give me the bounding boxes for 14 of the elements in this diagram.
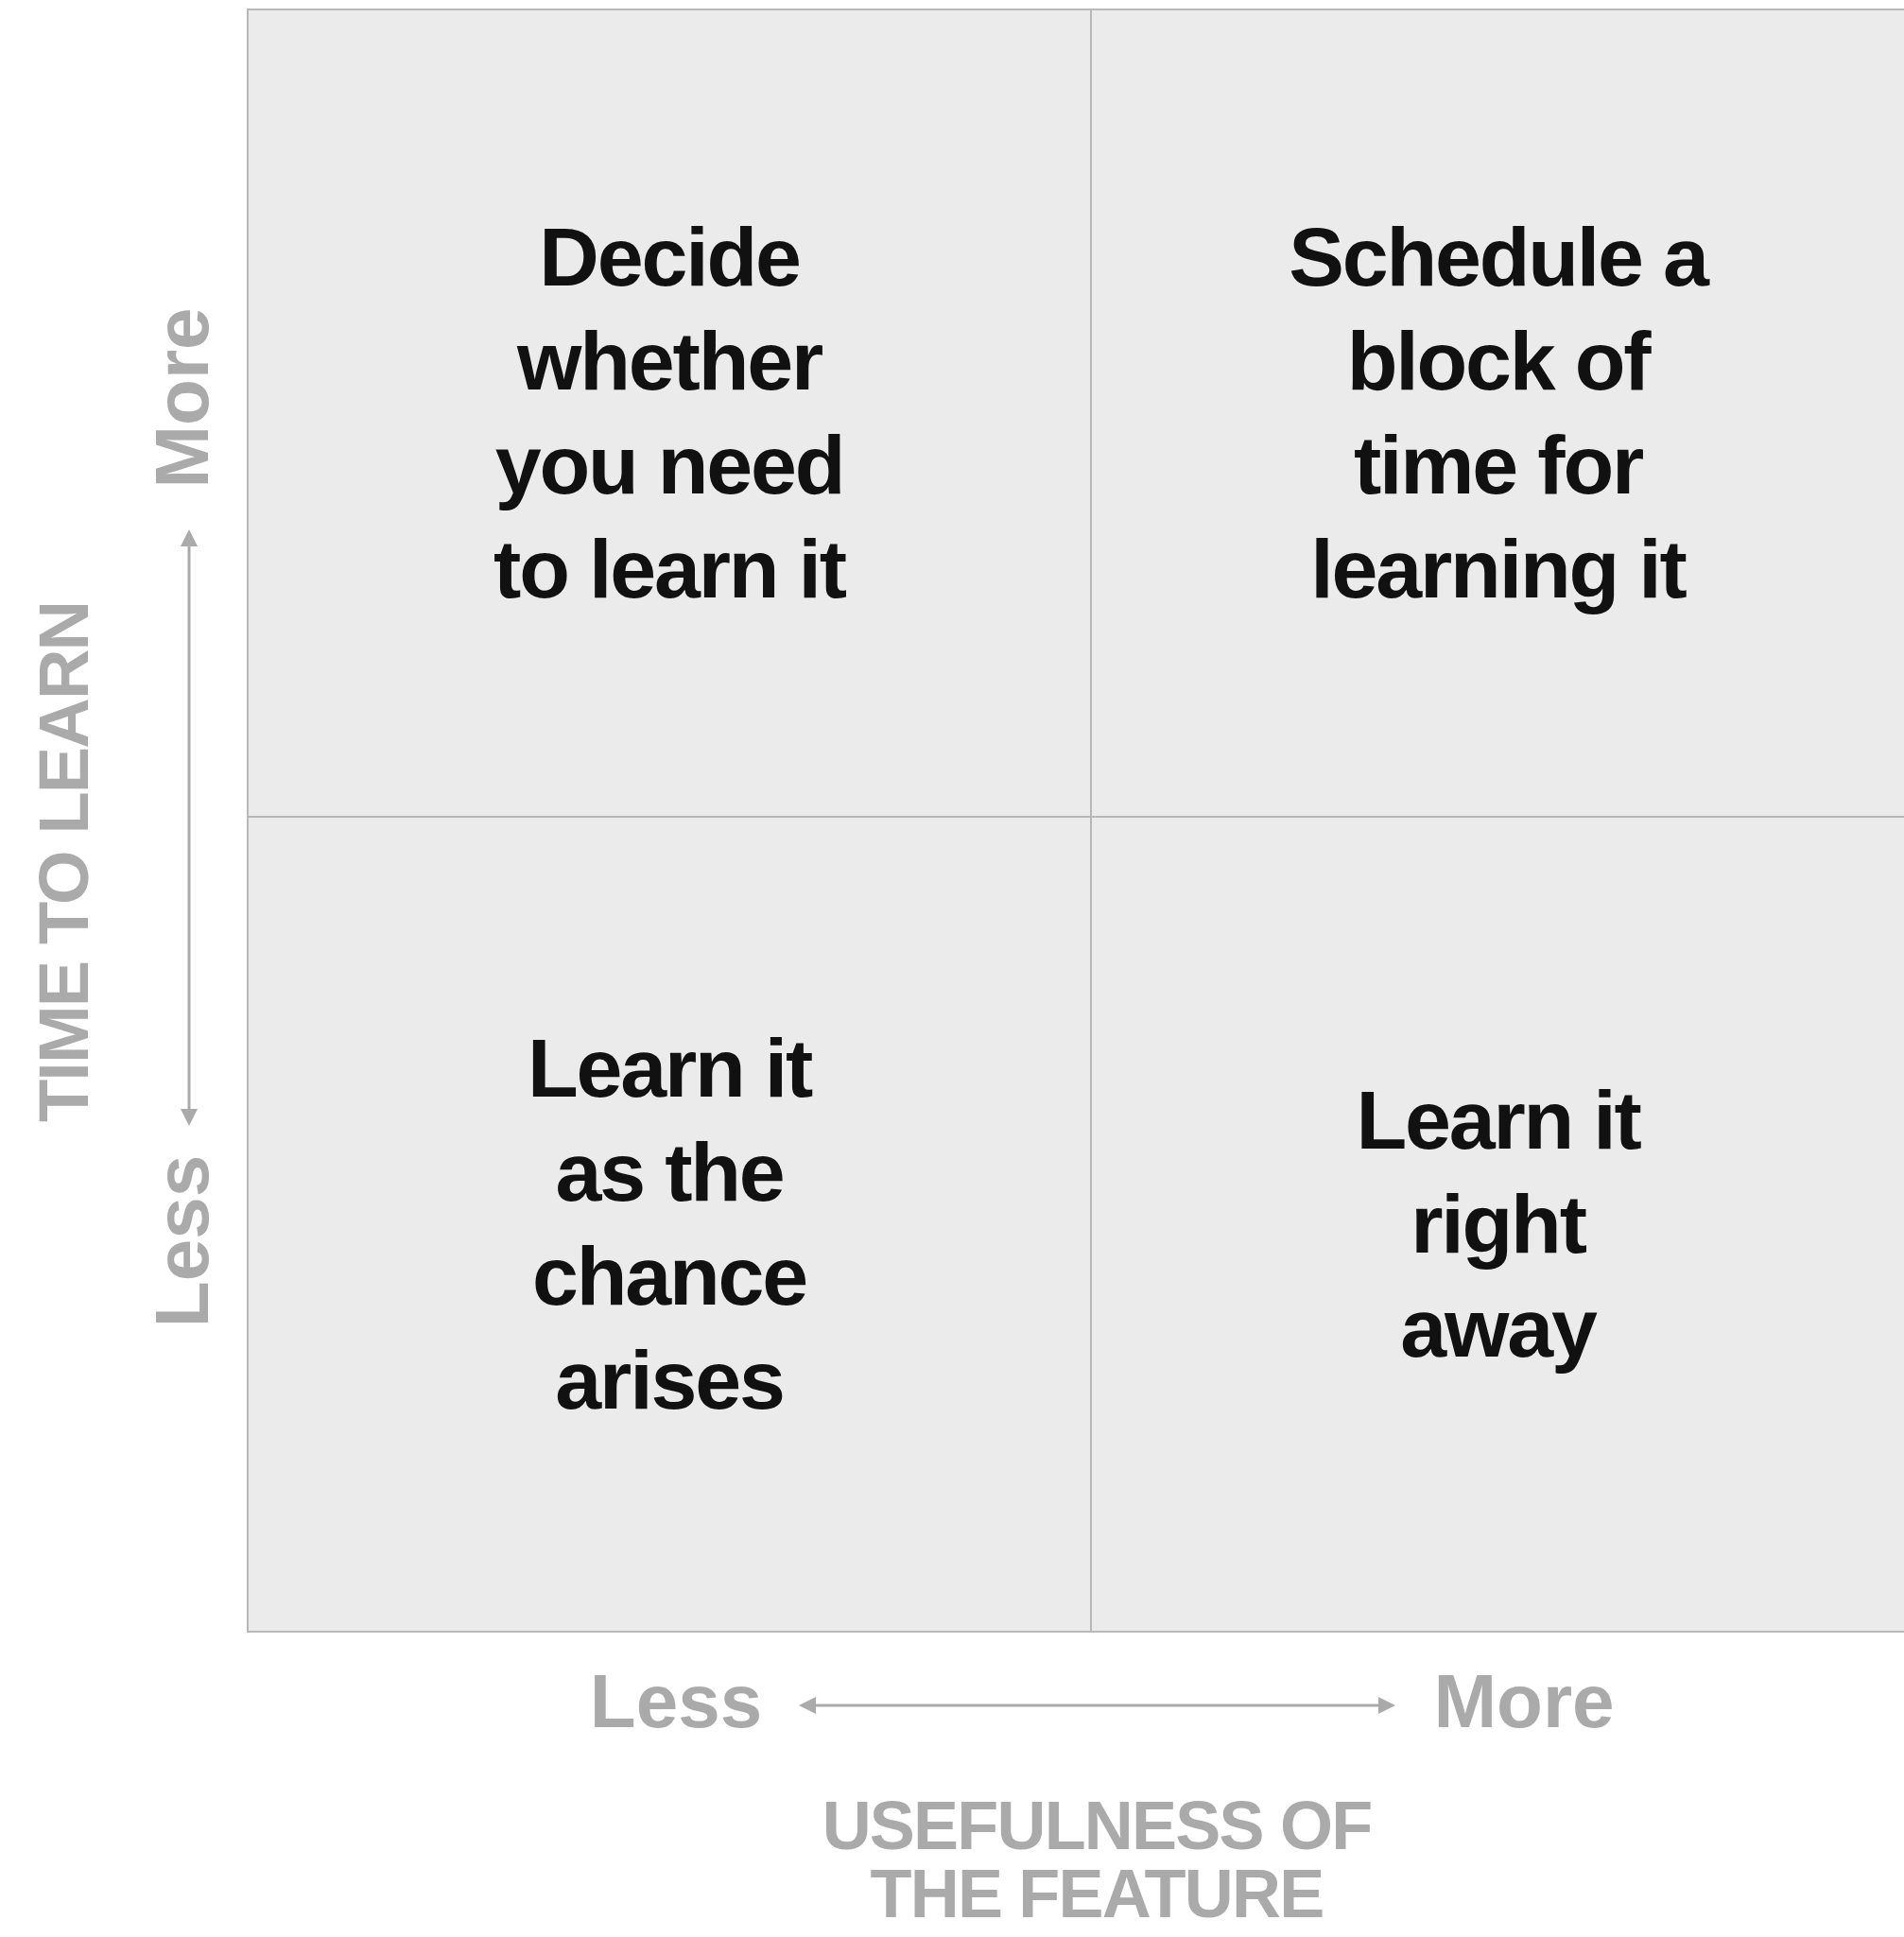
axis-label: More bbox=[145, 307, 220, 489]
quadrant-box bbox=[247, 9, 1092, 818]
quadrant-text: Learn it right away bbox=[1355, 1072, 1642, 1376]
axis-label: USEFULNESS OF THE FEATURE bbox=[821, 1791, 1373, 1928]
axis-label: TIME TO LEARN bbox=[29, 601, 99, 1123]
quadrant-box bbox=[247, 816, 1092, 1633]
quadrant-text: Decide whether you need to learn it bbox=[493, 209, 847, 617]
quadrant-box bbox=[1090, 9, 1904, 818]
quadrant-box bbox=[1090, 816, 1904, 1633]
axis-label: Less bbox=[145, 1154, 220, 1328]
axis-label: Less bbox=[589, 1664, 763, 1739]
axis-label: More bbox=[1433, 1664, 1615, 1739]
quadrant-text: Schedule a block of time for learning it bbox=[1288, 209, 1709, 617]
quadrant-text: Learn it as the chance arises bbox=[526, 1020, 813, 1428]
